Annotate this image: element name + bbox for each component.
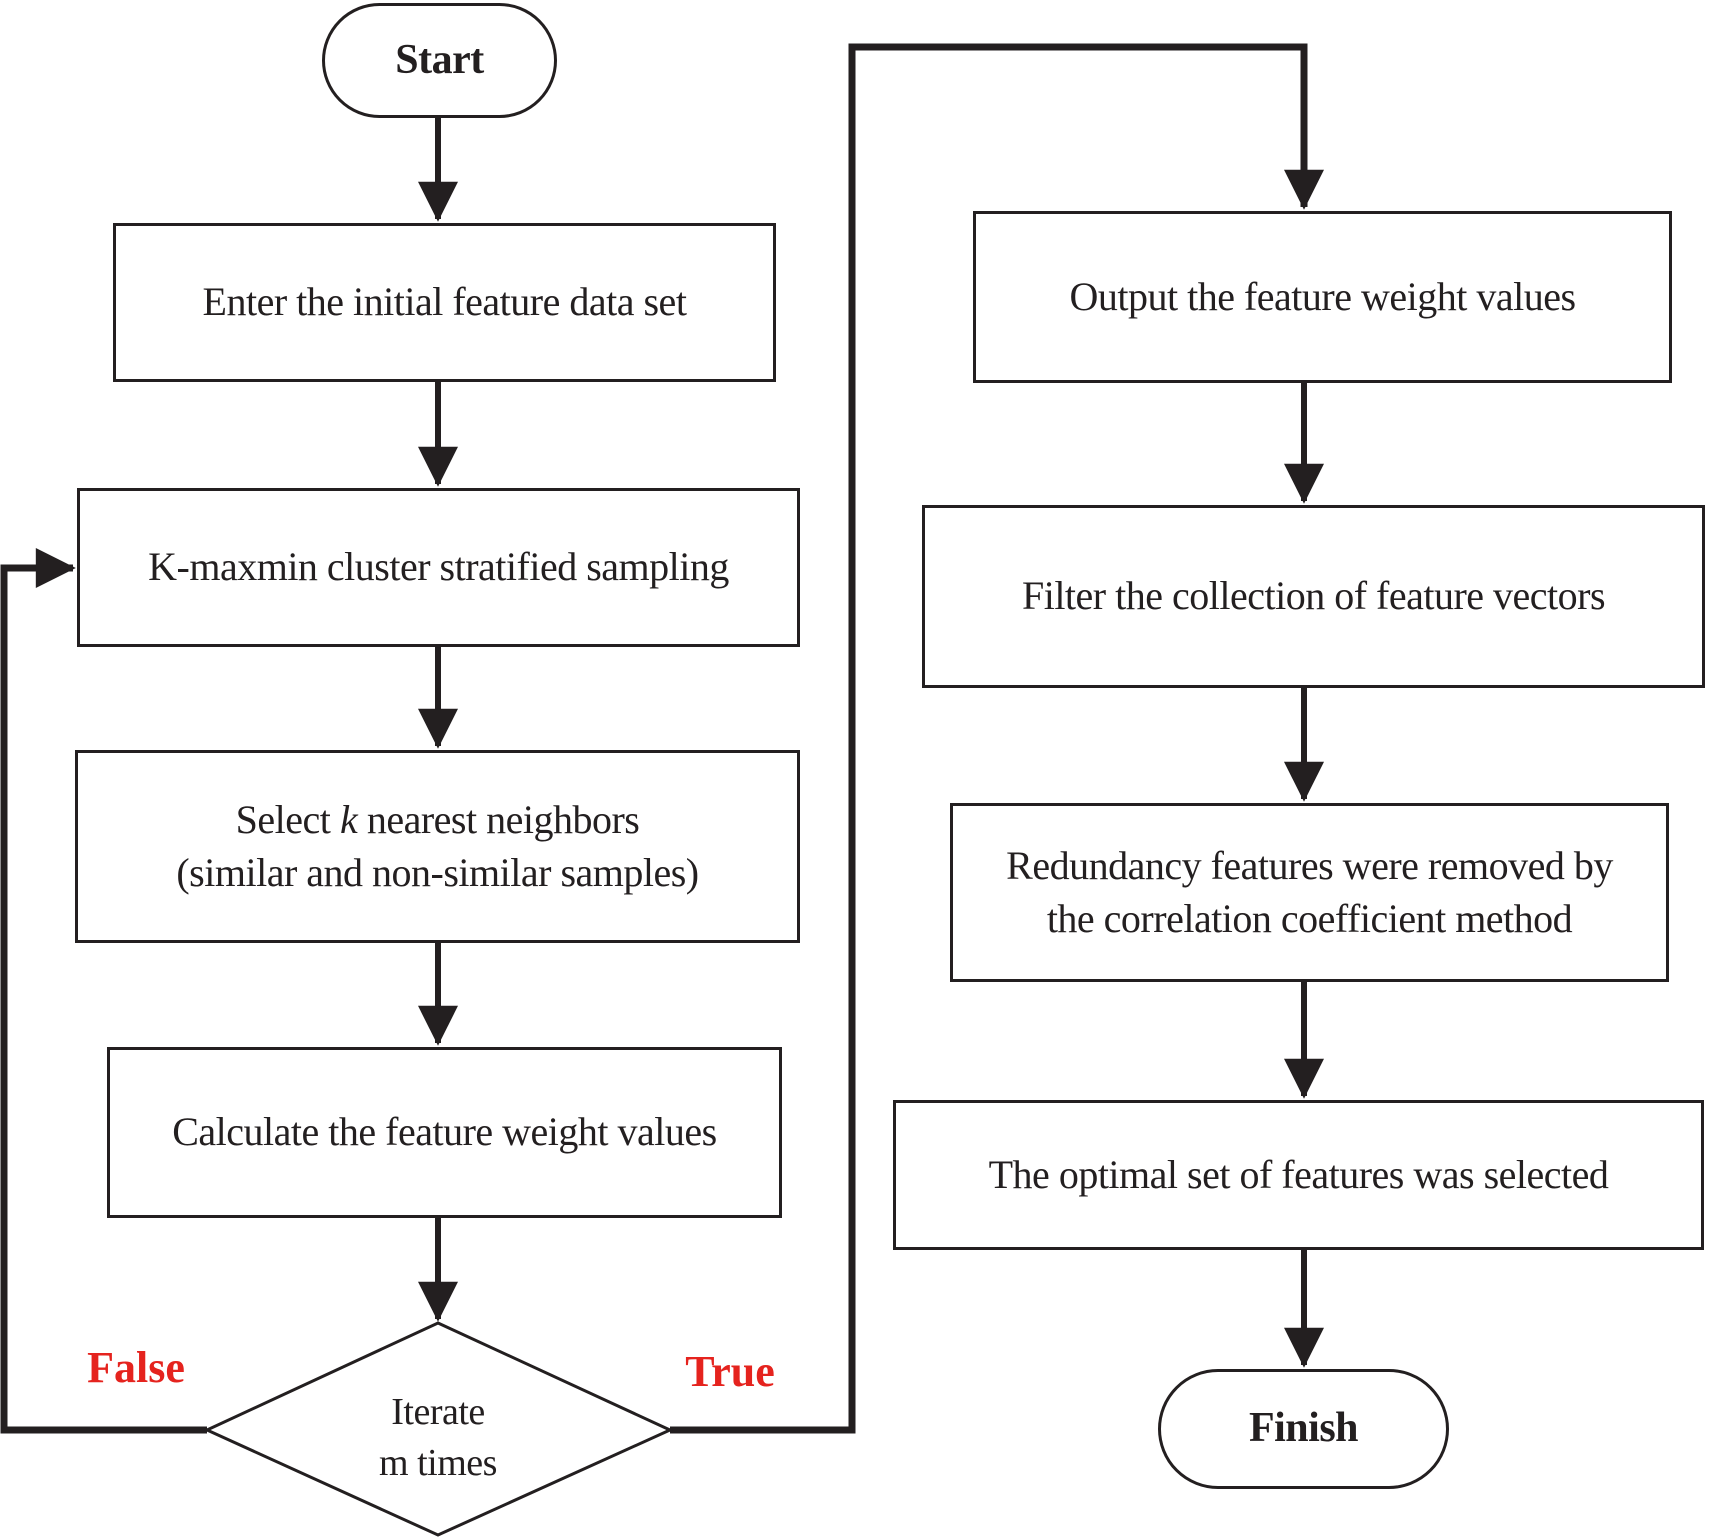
calculate-weights-node: Calculate the feature weight values <box>107 1047 782 1218</box>
false-branch-label: False <box>87 1342 185 1392</box>
kmaxmin-sampling-node: K-maxmin cluster stratified sampling <box>77 488 800 647</box>
calculate-weights-label: Calculate the feature weight values <box>172 1109 717 1155</box>
optimal-set-node: The optimal set of features was selected <box>893 1100 1704 1250</box>
optimal-set-label: The optimal set of features was selected <box>988 1151 1609 1197</box>
select-neighbors-line2: (similar and non-similar samples) <box>176 849 699 895</box>
filter-vectors-node: Filter the collection of feature vectors <box>922 505 1705 688</box>
kmaxmin-sampling-label: K-maxmin cluster stratified sampling <box>148 544 729 590</box>
decision-line2: m times <box>379 1442 497 1484</box>
finish-label: Finish <box>1248 1405 1359 1452</box>
start-label: Start <box>395 36 484 83</box>
k-variable: k <box>339 796 358 842</box>
enter-data-node: Enter the initial feature data set <box>113 223 776 382</box>
redundancy-line1: Redundancy features were removed by <box>1006 842 1613 888</box>
redundancy-removal-node: Redundancy features were removed by the … <box>950 803 1669 982</box>
enter-data-label: Enter the initial feature data set <box>202 279 687 325</box>
redundancy-line2: the correlation coefficient method <box>1046 895 1573 941</box>
finish-node: Finish <box>1158 1369 1449 1489</box>
true-branch-label: True <box>685 1346 775 1396</box>
decision-line1: Iterate <box>391 1390 485 1433</box>
start-node: Start <box>322 3 557 118</box>
output-weights-label: Output the feature weight values <box>1069 273 1576 319</box>
decision-diamond-shape <box>203 1321 674 1537</box>
filter-vectors-label: Filter the collection of feature vectors <box>1021 573 1606 619</box>
output-weights-node: Output the feature weight values <box>973 211 1672 383</box>
decision-node-text: Iterate m times <box>288 1378 588 1498</box>
edge-true-to-output <box>670 43 1324 1434</box>
edge-false-loop-to-kmaxmin <box>0 548 207 1434</box>
